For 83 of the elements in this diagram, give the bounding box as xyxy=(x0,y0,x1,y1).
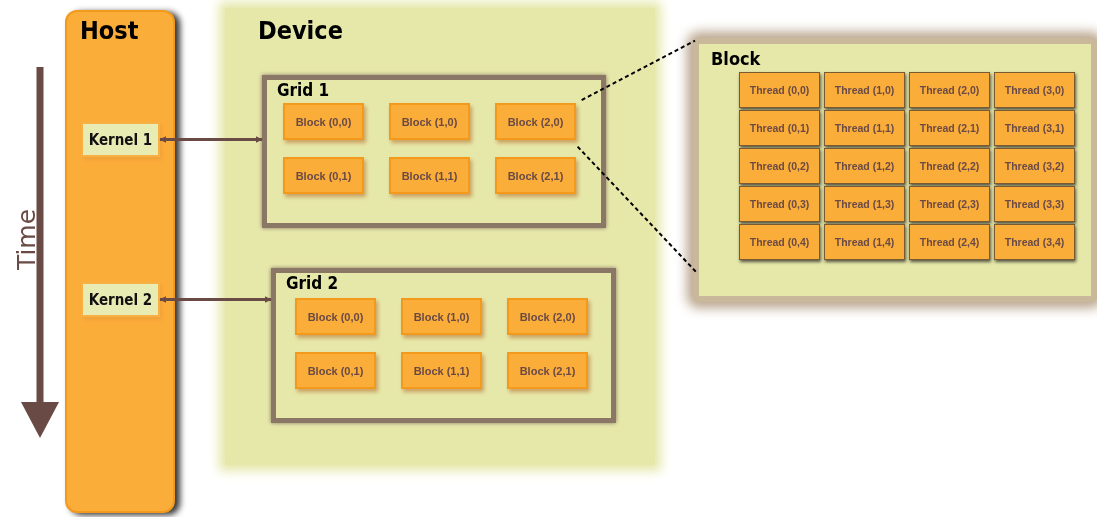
thread-box xyxy=(994,224,1075,260)
grid-title: Grid 2 xyxy=(286,273,339,293)
thread-box xyxy=(739,110,820,146)
axis-label: Time xyxy=(12,208,42,271)
thread-box xyxy=(739,148,820,184)
thread-box xyxy=(739,224,820,260)
device-panel xyxy=(225,8,655,465)
thread-label: Thread (1,3) xyxy=(833,198,896,210)
thread-box xyxy=(739,72,820,108)
thread-label: Thread (3,2) xyxy=(1003,160,1066,172)
thread-box xyxy=(739,186,820,222)
thread-label: Thread (3,4) xyxy=(1003,236,1066,248)
thread-label: Thread (2,2) xyxy=(918,160,981,172)
block-box xyxy=(389,103,470,140)
thread-box xyxy=(994,110,1075,146)
double-arrow xyxy=(159,296,272,303)
thread-label: Thread (2,0) xyxy=(918,84,981,96)
block-label: Block (0,0) xyxy=(294,115,353,128)
thread-label: Thread (3,3) xyxy=(1003,198,1066,210)
block-box xyxy=(295,352,376,389)
thread-box xyxy=(824,224,905,260)
thread-label: Thread (1,1) xyxy=(833,122,896,134)
kernel-box xyxy=(81,122,160,157)
zoom-guide-line xyxy=(580,39,696,102)
panel-title: Host xyxy=(80,16,139,45)
block-label: Block (2,1) xyxy=(506,169,565,182)
host-panel xyxy=(65,10,175,513)
thread-box xyxy=(909,72,990,108)
thread-label: Thread (3,1) xyxy=(1003,122,1066,134)
block-box xyxy=(389,157,470,194)
kernel-label: Kernel 2 xyxy=(87,290,154,309)
thread-label: Thread (0,3) xyxy=(748,198,811,210)
block-label: Block (2,0) xyxy=(506,115,565,128)
block-label: Block (1,1) xyxy=(400,169,459,182)
thread-box xyxy=(824,110,905,146)
panel-title: Block xyxy=(711,48,761,69)
thread-label: Thread (2,1) xyxy=(918,122,981,134)
double-arrow xyxy=(159,136,263,143)
thread-box xyxy=(994,186,1075,222)
block-box xyxy=(283,157,364,194)
thread-label: Thread (2,4) xyxy=(918,236,981,248)
block-label: Block (1,0) xyxy=(412,310,471,323)
block-box xyxy=(495,103,576,140)
thread-label: Thread (3,0) xyxy=(1003,84,1066,96)
block-box xyxy=(401,298,482,335)
thread-label: Thread (2,3) xyxy=(918,198,981,210)
block-box xyxy=(401,352,482,389)
thread-box xyxy=(824,186,905,222)
grid-box xyxy=(271,268,616,423)
block-label: Block (0,1) xyxy=(306,364,365,377)
block-label: Block (2,0) xyxy=(518,310,577,323)
thread-label: Thread (1,0) xyxy=(833,84,896,96)
block-label: Block (2,1) xyxy=(518,364,577,377)
block-box xyxy=(495,157,576,194)
thread-label: Thread (1,2) xyxy=(833,160,896,172)
grid-box xyxy=(262,75,606,228)
thread-label: Thread (0,0) xyxy=(748,84,811,96)
thread-box xyxy=(909,224,990,260)
thread-label: Thread (0,4) xyxy=(748,236,811,248)
block-label: Block (1,1) xyxy=(412,364,471,377)
panel-title: Device xyxy=(258,16,343,45)
kernel-box xyxy=(81,282,160,317)
zoom-guide-line xyxy=(576,145,699,274)
block-detail-panel xyxy=(693,38,1097,302)
block-label: Block (1,0) xyxy=(400,115,459,128)
thread-box xyxy=(824,148,905,184)
block-box xyxy=(295,298,376,335)
thread-label: Thread (0,1) xyxy=(748,122,811,134)
block-box xyxy=(507,352,588,389)
thread-box xyxy=(909,110,990,146)
thread-box xyxy=(824,72,905,108)
kernel-label: Kernel 1 xyxy=(87,130,154,149)
block-label: Block (0,0) xyxy=(306,310,365,323)
thread-label: Thread (0,2) xyxy=(748,160,811,172)
thread-box xyxy=(909,186,990,222)
thread-box xyxy=(994,148,1075,184)
block-box xyxy=(283,103,364,140)
block-box xyxy=(507,298,588,335)
block-label: Block (0,1) xyxy=(294,169,353,182)
thread-box xyxy=(909,148,990,184)
grid-title: Grid 1 xyxy=(277,80,330,100)
thread-label: Thread (1,4) xyxy=(833,236,896,248)
thread-box xyxy=(994,72,1075,108)
